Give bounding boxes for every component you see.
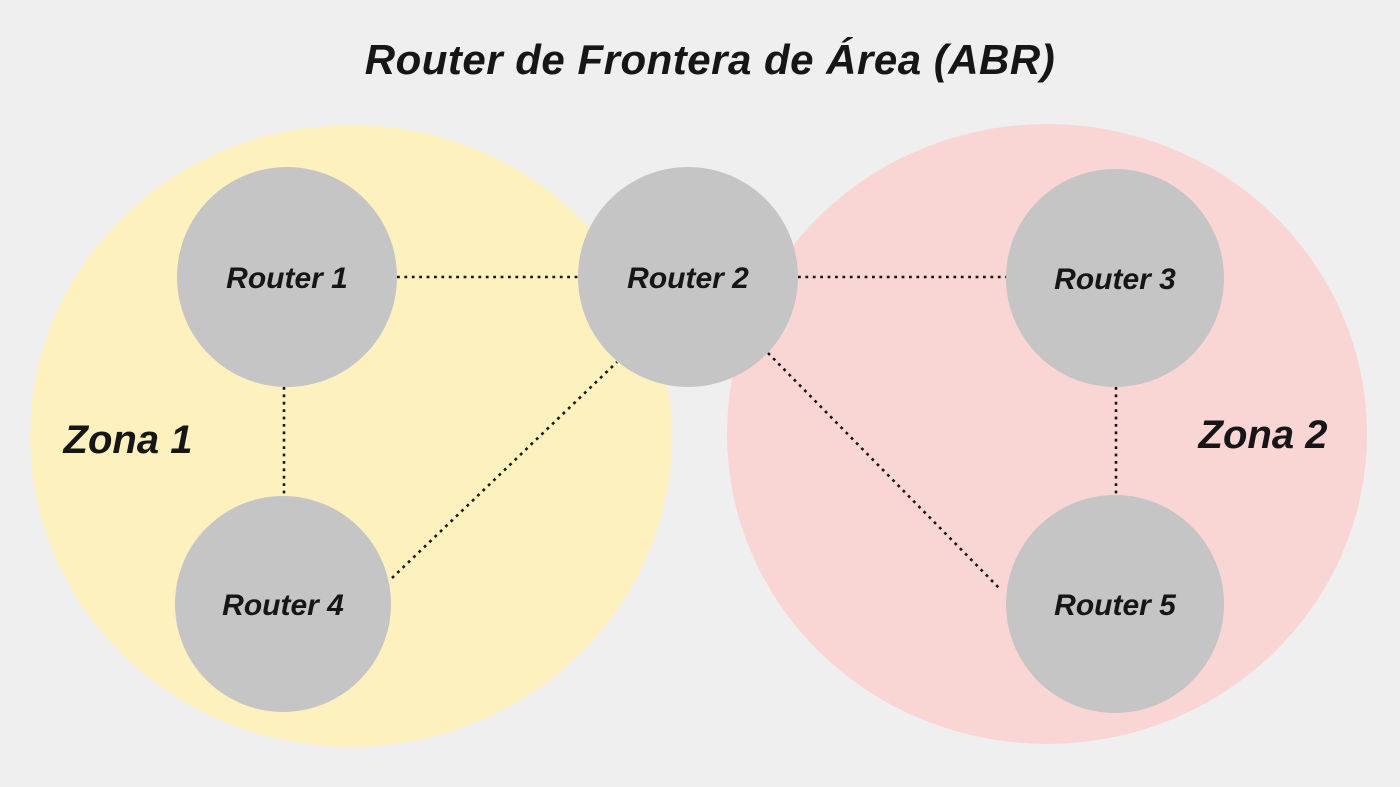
node-label-router-1: Router 1 [226,262,348,295]
node-circle-router-3 [1006,169,1224,387]
node-label-router-4: Router 4 [222,589,344,622]
node-circle-router-1 [177,167,397,387]
node-label-router-2: Router 2 [627,262,749,295]
zone-label-zona-2: Zona 2 [1198,413,1328,457]
link-router-4-router-2 [391,361,618,579]
node-circle-router-2 [578,167,798,387]
node-circle-router-4 [175,496,391,712]
node-circle-router-5 [1006,495,1224,713]
diagram-title: Router de Frontera de Área (ABR) [365,36,1055,83]
node-label-router-3: Router 3 [1054,263,1176,296]
zone-label-zona-1: Zona 1 [63,418,193,462]
node-label-router-5: Router 5 [1054,589,1177,622]
